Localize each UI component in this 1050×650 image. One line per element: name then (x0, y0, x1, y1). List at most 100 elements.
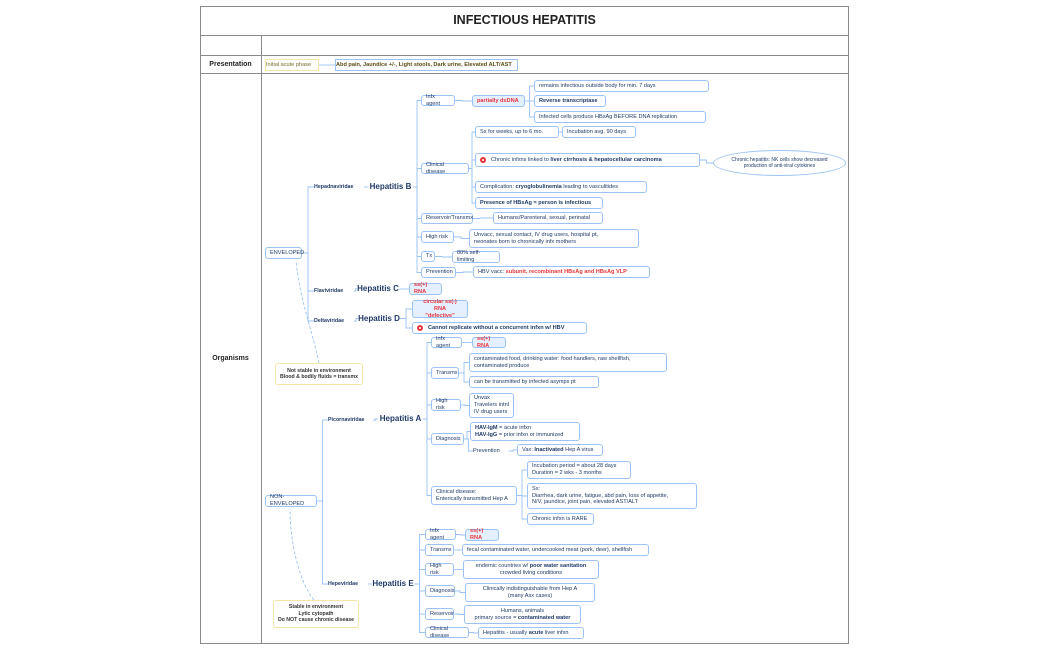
node-hepb: Hepatitis B (368, 180, 413, 194)
text-run: Initial acute phase (266, 61, 312, 68)
node-a-risk: High risk (431, 398, 461, 411)
node-b-prev-v: HBV vacc: subunit, recombinant HBsAg and… (473, 266, 650, 278)
node-a-incub: Incubation period = about 28 days Durati… (527, 461, 631, 479)
text-run: Reverse transcriptase (539, 97, 598, 104)
node-text: Infx agent (436, 336, 457, 350)
node-text: Deltaviridae (314, 318, 344, 325)
node-a-trans1: contaminated food, drinking water: food … (469, 353, 667, 372)
text-run: Reservoir (430, 610, 454, 617)
text-run: Hepatitis A (379, 414, 422, 423)
node-text: Stable in environment Lytic cytopath Do … (278, 604, 354, 624)
node-env: ENVELOPED (265, 247, 305, 259)
text-run: Clinical disease: Enterically transmitte… (436, 488, 508, 502)
node-text: HBV vacc: subunit, recombinant HBsAg and… (478, 269, 627, 276)
node-b-clin: Clinical disease (421, 161, 469, 175)
node-text: Humans/Parenteral, sexual, perinatal (498, 215, 590, 222)
node-e-clin-v: Hepatitis - usually acute liver infxn (478, 627, 584, 639)
text-run: contaminated water (517, 614, 571, 621)
row-label-presentation: Presentation (209, 61, 252, 68)
node-a-diag: Diagnosis (431, 433, 464, 445)
node-b-tx: Tx (421, 251, 435, 262)
node-text: Infx agent (430, 528, 451, 542)
node-a-trans: Transmx (431, 367, 459, 379)
text-run: cryoglobulinemia (515, 183, 562, 190)
text-run: Incubation avg. 90 days (567, 128, 627, 135)
text-run: Hepatitis B (369, 182, 412, 191)
text-run: Diagnosis (436, 435, 461, 442)
node-e-infx: Infx agent (425, 528, 456, 542)
node-text: Diagnosis (436, 436, 461, 443)
node-text: 80% self-limiting (457, 250, 495, 264)
text-run: ss(+) RNA (470, 528, 484, 541)
node-text: Clinical disease (430, 626, 464, 640)
node-b-compl: Complication: cryoglobulinemia leading t… (475, 181, 647, 193)
node-e-diag: Diagnosis (425, 585, 455, 597)
node-b-tx-v: 80% self-limiting (452, 250, 500, 264)
text-run: Prevention (473, 447, 500, 454)
text-run: Inactivated (534, 446, 564, 453)
text-run: Hep A virus (563, 446, 594, 453)
node-text: Initial acute phase (266, 62, 311, 69)
text-run: Unvacc, sexual contact, IV drug users, h… (474, 231, 599, 245)
node-fam-delta: Deltaviridae (314, 317, 354, 325)
node-b-res: Reservoir/Transmx (421, 213, 473, 224)
node-e-risk: High risk (425, 563, 454, 576)
node-b-sx: Sx for weeks, up to 6 mo. (475, 126, 559, 138)
row-label-organisms: Organisms (212, 355, 249, 362)
text-run: HAV-IgG (475, 431, 498, 438)
text-run: Chronic hepatitis: NK cells show decreas… (731, 156, 828, 169)
node-text: Abd pain, Jaundice +/-, Light stools, Da… (336, 62, 512, 69)
node-text: Reverse transcriptase (539, 98, 597, 105)
divider (200, 35, 849, 36)
text-run: acute (528, 629, 544, 636)
node-e-clin: Clinical disease (425, 626, 469, 640)
text-run: ss(+) RNA (477, 335, 491, 349)
text-run: ss(+) RNA (414, 282, 428, 295)
node-pres-phase: Initial acute phase (265, 59, 319, 71)
node-text: Chronic hepatitis: NK cells show decreas… (731, 157, 827, 170)
text-run: fecal contaminated water, undercooked me… (467, 546, 633, 553)
node-e-res-v: Humans, animals primary source = contami… (464, 605, 581, 624)
text-run: Clinical disease (426, 161, 446, 175)
node-text: Prevention (426, 269, 453, 276)
node-text: Hepatitis E (372, 579, 413, 589)
node-text: Tx (426, 253, 432, 260)
text-run: Hepeviridae (328, 580, 359, 587)
node-hepd: Hepatitis D (358, 312, 400, 325)
column-divider (261, 35, 262, 644)
node-text: ss(+) RNA (470, 528, 494, 542)
node-a-prev-v: Vax: Inactivated Hep A virus (517, 444, 603, 456)
node-b-rt: Reverse transcriptase (534, 95, 606, 107)
node-pres-sx: Abd pain, Jaundice +/-, Light stools, Da… (335, 59, 518, 71)
node-text: Presence of HBsAg = person is infectious (480, 200, 591, 207)
text-run: Hepatitis C (357, 284, 399, 293)
node-e-trans-v: fecal contaminated water, undercooked me… (462, 544, 649, 556)
node-text: Cannot replicate without a concurrent in… (428, 325, 564, 332)
text-run: crowded living conditions (499, 569, 563, 576)
text-run: ENVELOPED (270, 249, 305, 256)
text-run: Infx agent (430, 527, 444, 541)
divider (200, 55, 849, 56)
node-text: Chronic infxn is RARE (532, 516, 587, 523)
text-run: liver infxn (543, 629, 569, 636)
node-c-rna: ss(+) RNA (409, 282, 442, 295)
node-text: Infx agent (426, 94, 450, 108)
node-b-dsdna: partially dsDNA (472, 95, 525, 107)
text-run: Reservoir/Transmx (426, 215, 474, 221)
node-text: Hepeviridae (328, 581, 358, 588)
node-e-rna: ss(+) RNA (465, 528, 499, 542)
text-run: Clinical disease (430, 625, 450, 639)
node-nonenv: NON-ENVELOPED (265, 494, 317, 507)
text-run: Tx (426, 253, 433, 259)
text-run: Chronic infxn is RARE (532, 515, 588, 522)
node-e-risk-v: endemic countries w/ poor water sanitati… (463, 560, 599, 579)
text-run: Infx agent (426, 93, 440, 107)
text-run: High risk (430, 562, 442, 576)
node-b-out: remains infectious outside body for min.… (534, 80, 709, 92)
text-run: Hepatitis E (372, 579, 414, 588)
node-text: ss(+) RNA (477, 336, 501, 350)
node-b-risk: High risk (421, 231, 454, 243)
node-a-trans2: can be transmitted by infected asympx pt (469, 376, 599, 388)
node-fam-flavi: Flaviviridae (314, 287, 354, 295)
node-d-rna: circular ss(-) RNA "defective" (412, 299, 468, 319)
